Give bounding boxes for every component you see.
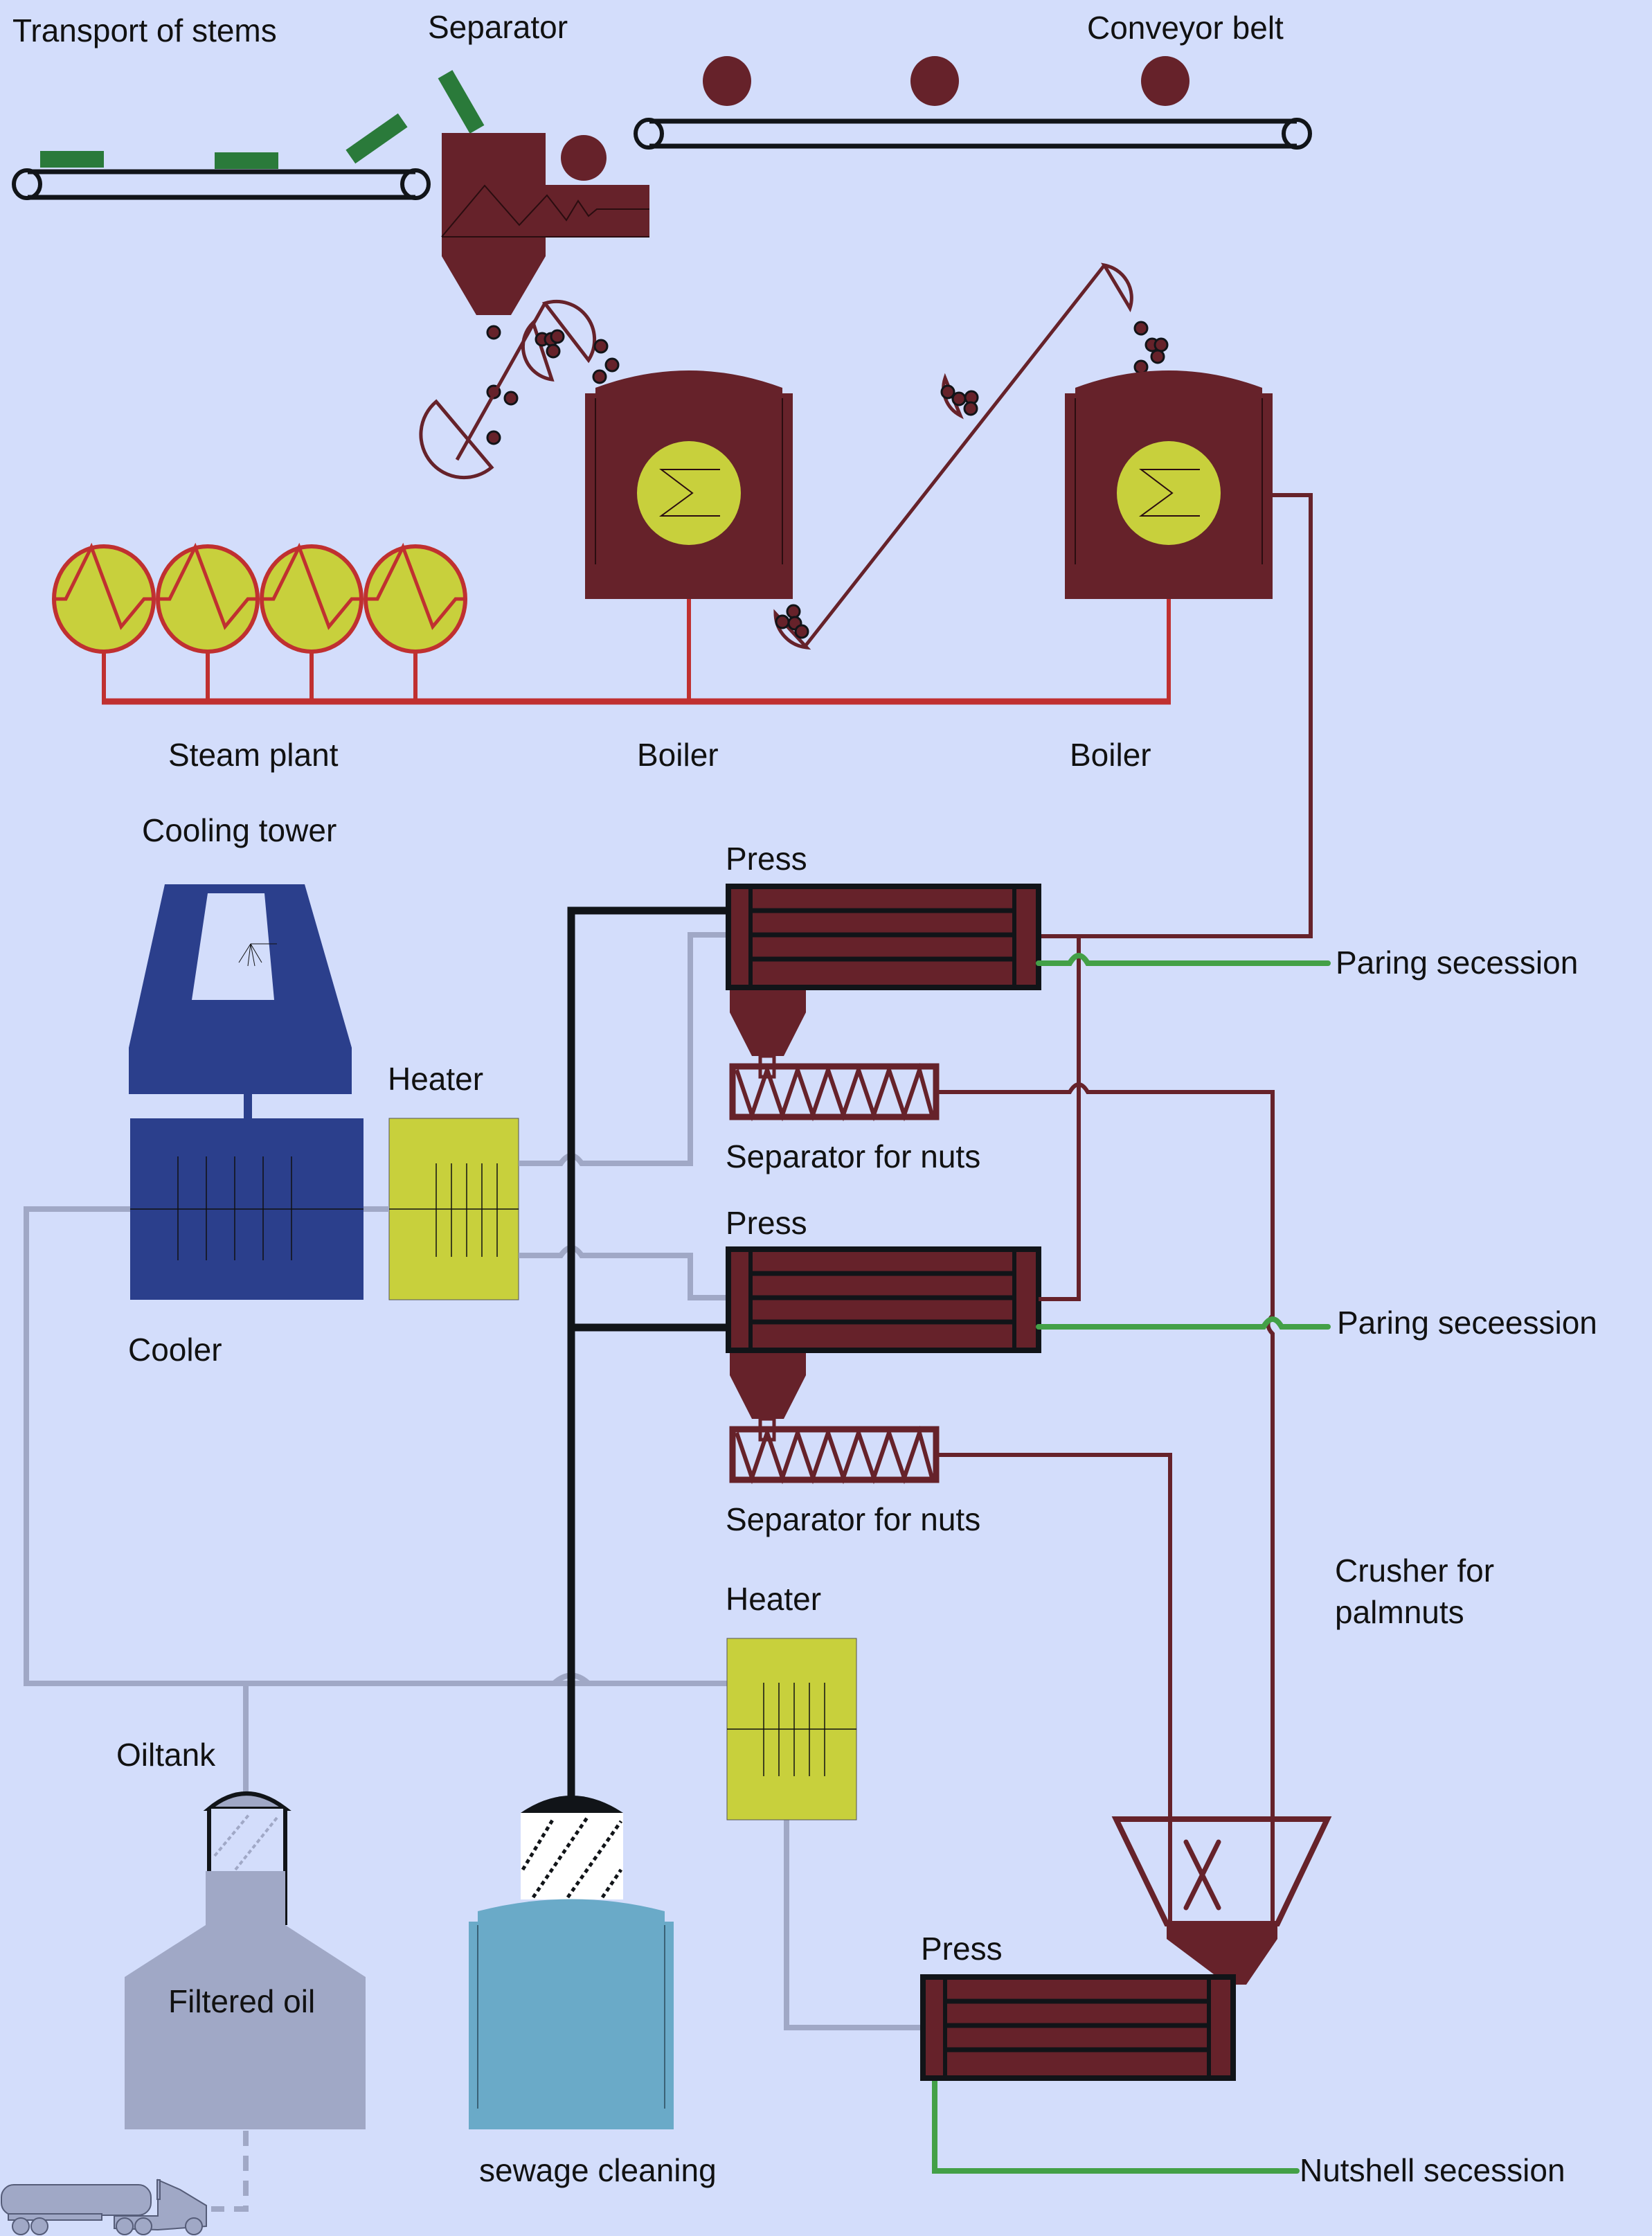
label-press-2: Press (726, 1205, 807, 1241)
sewage-tank (469, 1796, 674, 2129)
boiler-2 (1065, 370, 1273, 701)
label-press-1: Press (726, 841, 807, 877)
screw-icon (441, 184, 649, 238)
cooling-tower (129, 884, 352, 1119)
label-cooler: Cooler (128, 1332, 222, 1368)
oil-pipe (211, 2131, 249, 2212)
label-separator-for-nuts-2: Separator for nuts (726, 1501, 980, 1537)
label-boiler-1: Boiler (637, 737, 719, 773)
steam-generator-icon (260, 542, 363, 654)
stem-icon (215, 152, 278, 169)
label-heater-1: Heater (388, 1061, 483, 1097)
stem-icon (345, 113, 408, 164)
label-oiltank: Oiltank (116, 1737, 216, 1773)
fruit-bunch-icon (910, 56, 959, 106)
label-crusher-line2: palmnuts (1335, 1594, 1464, 1630)
fruits (503, 329, 620, 406)
label-separator: Separator (428, 9, 568, 45)
label-paring-secession-2: Paring seceession (1337, 1305, 1597, 1341)
sewage-pipe (567, 906, 728, 1796)
fruit-bunch-icon (1141, 56, 1189, 106)
press-1 (726, 884, 1041, 1079)
label-sewage-cleaning: sewage cleaning (479, 2152, 717, 2188)
fruit-conveyor (634, 56, 1312, 150)
fruit-pipe (1039, 493, 1313, 938)
press-3 (920, 1974, 1236, 2081)
stem-icon (40, 151, 104, 168)
bucket-elevator-1 (419, 299, 597, 480)
heater-2 (726, 1638, 857, 1821)
crusher (1111, 1816, 1332, 1985)
label-press-3: Press (921, 1931, 1003, 1967)
label-heater-2: Heater (726, 1581, 821, 1617)
roller-icon (12, 168, 42, 200)
nut-pipe (936, 936, 1275, 1828)
heater-1 (388, 1118, 519, 1300)
cooler (130, 1118, 363, 1300)
separator (441, 133, 649, 315)
label-filtered-oil: Filtered oil (168, 1983, 315, 2019)
label-separator-for-nuts-1: Separator for nuts (726, 1138, 980, 1174)
label-paring-secession-1: Paring secession (1336, 945, 1578, 981)
label-conveyor-belt: Conveyor belt (1087, 10, 1284, 46)
heat-coil-icon (637, 441, 741, 545)
roller-icon (400, 168, 431, 200)
falling-fruits (486, 325, 501, 445)
roller-icon (634, 118, 664, 150)
steam-generator-icon (156, 542, 260, 654)
oil-tank (125, 1791, 366, 2129)
stem-icon (438, 70, 485, 134)
boiler-1 (585, 370, 793, 701)
stem-conveyor (12, 70, 485, 200)
label-boiler-2: Boiler (1070, 737, 1151, 773)
label-cooling-tower: Cooling tower (142, 812, 336, 848)
paring-pipe (932, 953, 1331, 2174)
label-nutshell-secession: Nutshell secession (1300, 2152, 1565, 2188)
tanker-truck-icon (1, 2179, 207, 2235)
steam-generator-icon (363, 542, 467, 654)
steam-pipe (102, 599, 1171, 705)
steam-generator-icon (52, 542, 156, 654)
label-transport-of-stems: Transport of stems (12, 12, 277, 48)
fruits (775, 321, 1169, 639)
steam-plant (52, 542, 1171, 705)
label-crusher-line1: Crusher for (1335, 1553, 1494, 1589)
roller-icon (1282, 118, 1312, 150)
fruit-bunch-icon (703, 56, 751, 106)
fruit-bunch-icon (561, 135, 607, 181)
heat-coil-icon (1117, 441, 1221, 545)
label-steam-plant: Steam plant (168, 737, 339, 773)
